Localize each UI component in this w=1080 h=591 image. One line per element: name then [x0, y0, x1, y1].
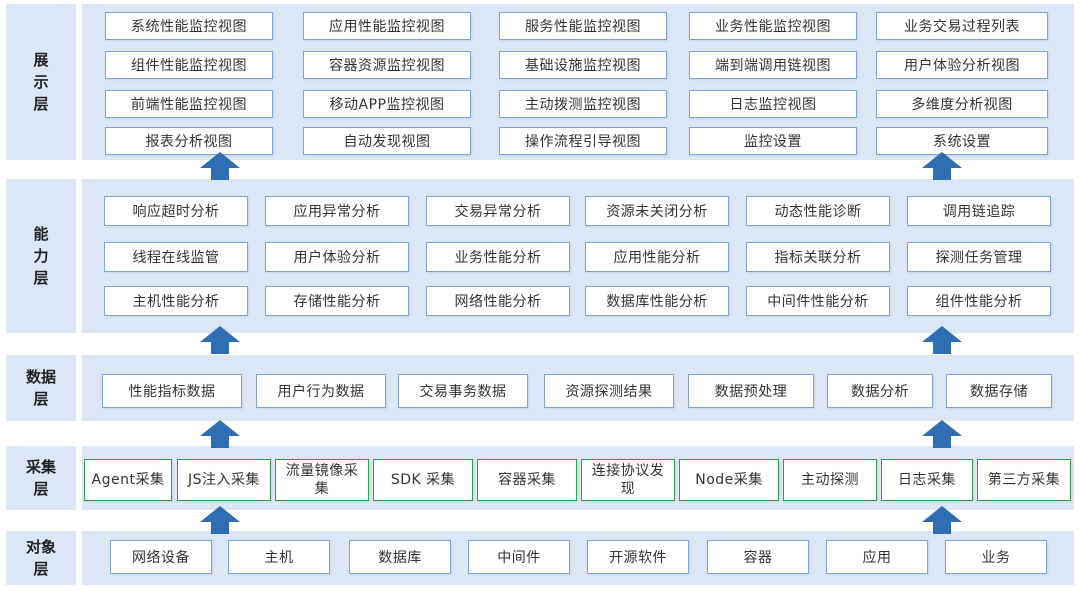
- layer-label-capability: 能力层: [6, 179, 76, 333]
- object-box: 网络设备: [110, 540, 212, 574]
- capability-box: 主机性能分析: [104, 286, 248, 316]
- display-box: 组件性能监控视图: [105, 51, 273, 79]
- up-arrow-icon: [200, 420, 240, 448]
- capability-box: 响应超时分析: [104, 196, 248, 226]
- display-box: 系统设置: [876, 127, 1048, 155]
- display-box: 业务交易过程列表: [876, 12, 1048, 40]
- up-arrow-icon: [922, 152, 962, 180]
- capability-box: 存储性能分析: [265, 286, 409, 316]
- display-box: 移动APP监控视图: [303, 90, 471, 118]
- collection-box: 主动探测: [783, 459, 877, 501]
- capability-box: 应用性能分析: [585, 242, 729, 272]
- display-box: 前端性能监控视图: [105, 90, 273, 118]
- layer-label-capability-text: 能力层: [33, 225, 49, 287]
- collection-box: 第三方采集: [977, 459, 1071, 501]
- capability-box: 调用链追踪: [907, 196, 1051, 226]
- layer-label-collection-text: 采集层: [25, 458, 56, 498]
- layer-label-object-text: 对象层: [25, 538, 56, 578]
- display-box: 基础设施监控视图: [499, 51, 667, 79]
- data-box: 用户行为数据: [256, 374, 386, 408]
- capability-box: 业务性能分析: [426, 242, 570, 272]
- display-box: 容器资源监控视图: [303, 51, 471, 79]
- layer-label-display: 展示层: [6, 4, 76, 160]
- object-box: 应用: [826, 540, 928, 574]
- collection-box: 日志采集: [881, 459, 973, 501]
- display-box: 系统性能监控视图: [105, 12, 273, 40]
- up-arrow-icon: [200, 152, 240, 180]
- up-arrow-icon: [200, 506, 240, 534]
- layer-label-data-text: 数据层: [25, 368, 56, 408]
- display-box: 用户体验分析视图: [876, 51, 1048, 79]
- capability-box: 中间件性能分析: [746, 286, 890, 316]
- capability-box: 指标关联分析: [746, 242, 890, 272]
- capability-box: 应用异常分析: [265, 196, 409, 226]
- display-box: 主动拨测监控视图: [499, 90, 667, 118]
- display-box: 业务性能监控视图: [689, 12, 857, 40]
- data-box: 资源探测结果: [544, 374, 674, 408]
- up-arrow-icon: [922, 420, 962, 448]
- capability-box: 动态性能诊断: [746, 196, 890, 226]
- collection-box: JS注入采集: [177, 459, 271, 501]
- display-box: 操作流程引导视图: [499, 127, 667, 155]
- object-box: 开源软件: [587, 540, 689, 574]
- layer-label-object: 对象层: [6, 531, 76, 585]
- capability-box: 组件性能分析: [907, 286, 1051, 316]
- display-box: 报表分析视图: [105, 127, 273, 155]
- layer-label-display-text: 展示层: [33, 51, 49, 113]
- display-box: 服务性能监控视图: [499, 12, 667, 40]
- display-box: 自动发现视图: [303, 127, 471, 155]
- data-box: 性能指标数据: [102, 374, 242, 408]
- collection-box: SDK 采集: [373, 459, 473, 501]
- collection-box: 连接协议发现: [581, 459, 675, 501]
- data-box: 交易事务数据: [398, 374, 528, 408]
- capability-box: 交易异常分析: [426, 196, 570, 226]
- up-arrow-icon: [922, 506, 962, 534]
- up-arrow-icon: [922, 326, 962, 354]
- capability-box: 用户体验分析: [265, 242, 409, 272]
- capability-box: 线程在线监管: [104, 242, 248, 272]
- object-box: 容器: [707, 540, 809, 574]
- object-box: 主机: [228, 540, 330, 574]
- data-box: 数据预处理: [688, 374, 814, 408]
- collection-box: Node采集: [679, 459, 779, 501]
- capability-box: 数据库性能分析: [585, 286, 729, 316]
- display-box: 监控设置: [689, 127, 857, 155]
- display-box: 日志监控视图: [689, 90, 857, 118]
- layer-label-data: 数据层: [6, 355, 76, 421]
- data-box: 数据存储: [946, 374, 1052, 408]
- display-box: 端到端调用链视图: [689, 51, 857, 79]
- data-box: 数据分析: [827, 374, 933, 408]
- capability-box: 资源未关闭分析: [585, 196, 729, 226]
- object-box: 业务: [945, 540, 1047, 574]
- capability-box: 网络性能分析: [426, 286, 570, 316]
- layer-label-collection: 采集层: [6, 446, 76, 510]
- object-box: 中间件: [468, 540, 570, 574]
- up-arrow-icon: [200, 326, 240, 354]
- collection-box: 容器采集: [477, 459, 577, 501]
- collection-box: Agent采集: [84, 459, 172, 501]
- display-box: 应用性能监控视图: [303, 12, 471, 40]
- object-box: 数据库: [349, 540, 451, 574]
- capability-box: 探测任务管理: [907, 242, 1051, 272]
- display-box: 多维度分析视图: [876, 90, 1048, 118]
- collection-box: 流量镜像采集: [275, 459, 369, 501]
